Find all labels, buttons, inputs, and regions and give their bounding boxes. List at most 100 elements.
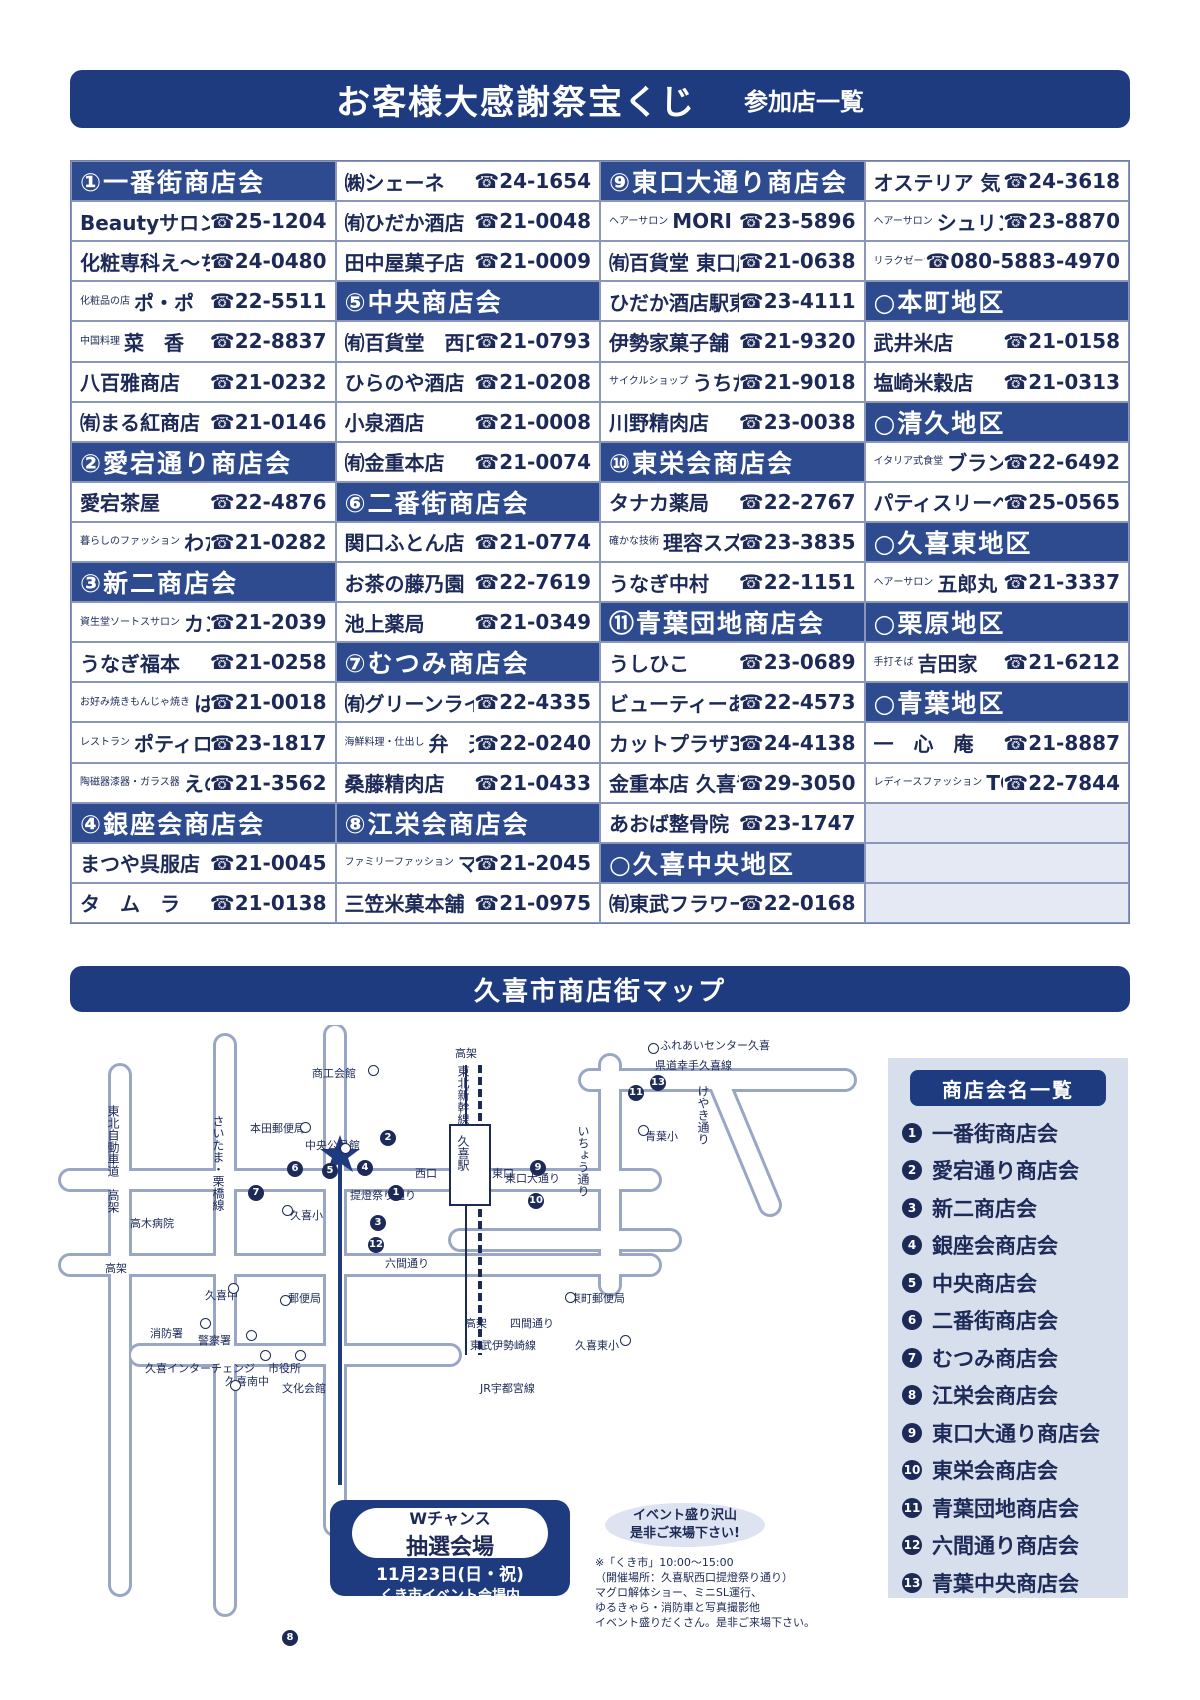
store-name-wrap: タ ム ラ <box>80 888 180 917</box>
poi-marker <box>648 1043 659 1054</box>
empty-cell <box>864 842 1129 883</box>
store-name: 愛宕茶屋 <box>80 491 160 516</box>
store-name-wrap: 手打そば吉田家 <box>874 648 978 677</box>
store-name-wrap: Beautyサロン1113 <box>80 207 210 236</box>
store-name: 弁 天 <box>428 732 475 757</box>
store-name: ㈲まる紅商店 <box>80 411 200 436</box>
map-label: 警察署 <box>198 1334 231 1347</box>
store-phone: ☎21-0258 <box>209 650 327 675</box>
store-row: ㈲まる紅商店☎21-0146 <box>71 401 336 442</box>
store-name-wrap: 確かな技術理容スズキ <box>609 527 739 556</box>
store-row: 手打そば吉田家☎21-6212 <box>864 642 1129 683</box>
store-row: お好み焼きもんじゃ焼きはーとふる☎21-0018 <box>71 682 336 723</box>
association-marker-7: 7 <box>248 1185 264 1201</box>
callout-place: くき市イベント会場内 <box>380 1588 520 1604</box>
shopping-street-map: 東北自動車道 高架さいたま・栗橋線商工会館本田郵便局中央公民館久喜駅西口東口東北… <box>50 1025 880 1646</box>
store-name: ひらのや酒店 <box>344 371 465 396</box>
store-name-wrap: 暮らしのファッションわたなべ <box>80 527 210 556</box>
store-phone: ☎21-0313 <box>1003 369 1120 394</box>
legend-name: むつみ商店会 <box>932 1346 1058 1371</box>
store-row: 田中屋菓子店☎21-0009 <box>335 241 600 282</box>
store-phone: ☎24-3618 <box>1003 169 1120 194</box>
map-label: 高木病院 <box>130 1217 174 1230</box>
store-prefix: リラクゼーション <box>873 255 926 267</box>
legend-name: 中央商店会 <box>932 1271 1037 1296</box>
store-row: レストランポティロン☎23-1817 <box>71 722 336 763</box>
store-name-wrap: 小泉酒店 <box>345 407 425 436</box>
store-row: 小泉酒店☎21-0008 <box>335 401 600 442</box>
store-name: ポ・ポ <box>134 290 194 315</box>
store-prefix: 資生堂ソートスサロン <box>80 616 180 628</box>
store-row: ビューティーあおば☎22-4573 <box>600 682 865 723</box>
store-row: 暮らしのファッションわたなべ☎21-0282 <box>71 521 336 563</box>
store-phone: ☎22-0240 <box>474 730 591 755</box>
store-row: 陶磁器漆器・ガラス器えのもと陶苑☎21-3562 <box>71 762 336 803</box>
empty-cell <box>864 882 1129 923</box>
store-row: 伊勢家菓子舗☎21-9320 <box>600 321 865 362</box>
store-name-wrap: ㈲金重本店 <box>345 447 445 476</box>
store-name: パティスリーベルツ <box>873 491 1004 516</box>
store-row: 確かな技術理容スズキ☎23-3835 <box>600 521 865 563</box>
legend-name: 一番街商店会 <box>932 1121 1058 1146</box>
store-name: 菜 香 <box>124 330 184 355</box>
store-prefix: 中国料理 <box>80 335 120 347</box>
store-phone: ☎23-0689 <box>738 650 856 675</box>
store-name-wrap: 一 心 庵 <box>874 728 974 757</box>
store-row: 三笠米菓本舗☎21-0975 <box>335 882 600 923</box>
store-name-wrap: 桑藤精肉店 <box>345 768 445 797</box>
poi-marker <box>368 1065 379 1076</box>
store-phone: ☎21-9018 <box>738 369 856 394</box>
association-header: ⑩東栄会商店会 <box>600 441 865 482</box>
legend-name: 六間通り商店会 <box>932 1534 1079 1559</box>
legend-item: 2 愛宕通り商店会 <box>888 1152 1128 1190</box>
store-row: ㈲百貨堂 東口店☎21-0638 <box>600 241 865 282</box>
legend-number: 2 <box>902 1160 922 1181</box>
store-prefix: 暮らしのファッション <box>80 536 180 548</box>
store-phone: ☎29-3050 <box>738 770 856 795</box>
store-phone: ☎21-0208 <box>474 369 591 394</box>
store-row: ㈱シェーネ☎24-1654 <box>335 161 600 202</box>
store-phone: ☎21-0638 <box>738 249 856 274</box>
map-label: 久喜インターチェンジ <box>145 1362 255 1375</box>
store-phone: ☎21-2045 <box>474 850 591 875</box>
store-phone: ☎25-0565 <box>1003 489 1120 514</box>
legend-name: 愛宕通り商店会 <box>932 1159 1079 1184</box>
store-name: シュリンプ <box>936 210 1004 235</box>
association-header: ⑨東口大通り商店会 <box>600 161 865 202</box>
association-marker-2: 2 <box>380 1130 396 1146</box>
store-row: 川野精肉店☎23-0038 <box>600 401 865 442</box>
store-name: オステリア 気らく亭 <box>873 170 1004 195</box>
map-label: けやき通り <box>696 1085 710 1145</box>
store-phone: ☎23-8870 <box>1003 209 1120 234</box>
store-name-wrap: 武井米店 <box>874 327 954 356</box>
store-name: 吉田家 <box>917 651 978 676</box>
store-name-wrap: ㈲東武フラワー <box>609 888 739 917</box>
store-row: まつや呉服店☎21-0045 <box>71 842 336 883</box>
store-name: カンナ美容室 <box>184 611 210 636</box>
association-marker-12: 12 <box>368 1237 384 1253</box>
note-line: マグロ解体ショー、ミニSL運行、 <box>595 1586 762 1599</box>
note-line: ※「くき市」10:00〜15:00 <box>595 1556 734 1569</box>
store-name: あおば整骨院 <box>609 812 729 837</box>
store-prefix: 化粧品の店 <box>80 295 130 307</box>
store-phone: ☎21-9320 <box>738 329 856 354</box>
store-row: 池上薬局☎21-0349 <box>335 602 600 643</box>
legend-name: 江栄会商店会 <box>932 1384 1058 1409</box>
association-marker-8: 8 <box>282 1630 298 1646</box>
store-name-wrap: うなぎ中村 <box>609 568 709 597</box>
store-name: 金重本店 久喜青葉店 <box>609 772 739 797</box>
store-name-wrap: ヘアーサロン五郎丸 <box>874 568 998 597</box>
w-chance-callout: Wチャンス 抽選会場 11月23日(日・祝) くき市イベント会場内 <box>330 1500 570 1604</box>
store-phone: ☎25-1204 <box>209 209 327 234</box>
legend-name: 新二商店会 <box>932 1196 1037 1221</box>
store-name: ブラン <box>947 451 1004 476</box>
map-label: 県道幸手久喜線 <box>655 1059 732 1072</box>
note-line: イベント盛りだくさん。是非ご来場下さい。 <box>595 1616 815 1629</box>
store-phone: ☎24-1654 <box>474 169 591 194</box>
